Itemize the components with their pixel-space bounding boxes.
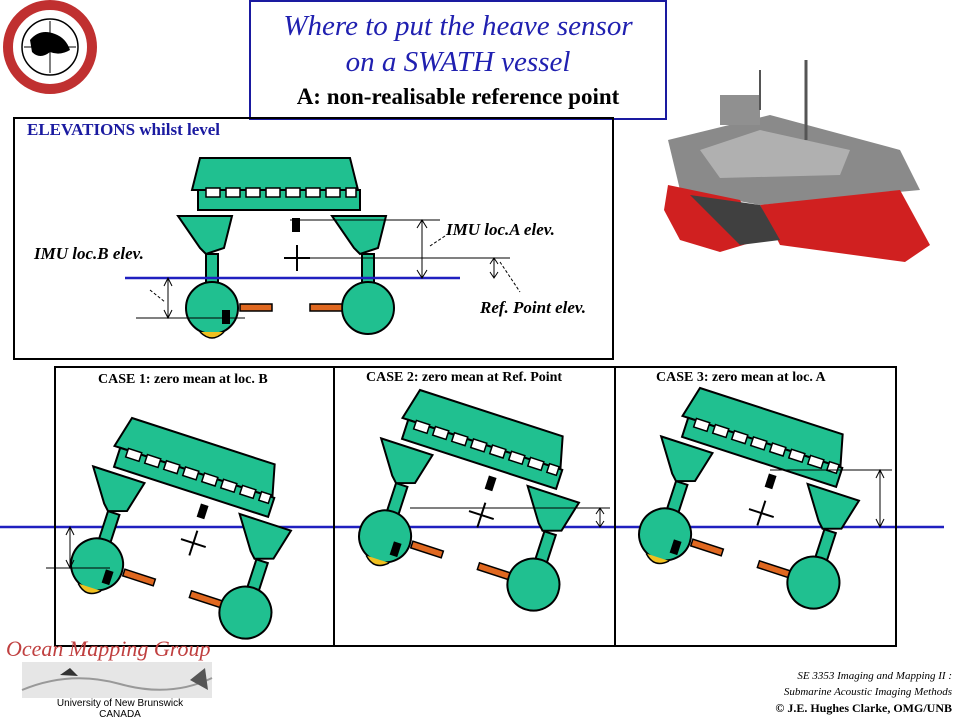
case1-label: CASE 1: zero mean at loc. B — [98, 372, 268, 387]
subtitle: A: non-realisable reference point — [296, 84, 620, 109]
elevation-dimensions — [136, 219, 521, 320]
elevations-heading: ELEVATIONS whilst level — [27, 120, 221, 139]
department-logo — [3, 0, 97, 94]
group-name: Ocean Mapping Group — [6, 636, 211, 661]
copyright: © J.E. Hughes Clarke, OMG/UNB — [775, 701, 952, 715]
course-line2: Submarine Acoustic Imaging Methods — [783, 686, 952, 698]
title-box: Where to put the heave sensor on a SWATH… — [249, 0, 667, 120]
cases-panel — [54, 366, 897, 647]
university-line1: University of New Brunswick — [56, 698, 184, 709]
elevations-panel — [13, 117, 614, 360]
ref-point-label: Ref. Point elev. — [480, 298, 587, 317]
title-line2: on a SWATH vessel — [345, 46, 571, 78]
imu-b-label: IMU loc.B elev. — [34, 244, 144, 263]
course-line1: SE 3353 Imaging and Mapping II : — [797, 670, 952, 682]
title-line1: Where to put the heave sensor — [283, 10, 633, 42]
imu-a-label: IMU loc.A elev. — [446, 220, 555, 239]
case3-label: CASE 3: zero mean at loc. A — [656, 370, 826, 385]
case2-label: CASE 2: zero mean at Ref. Point — [366, 370, 563, 385]
omg-seafloor-graphic — [21, 662, 213, 698]
swath-ship-photo — [664, 60, 930, 262]
university-line2: CANADA — [99, 709, 141, 720]
university-name: University of New Brunswick CANADA — [40, 698, 200, 720]
